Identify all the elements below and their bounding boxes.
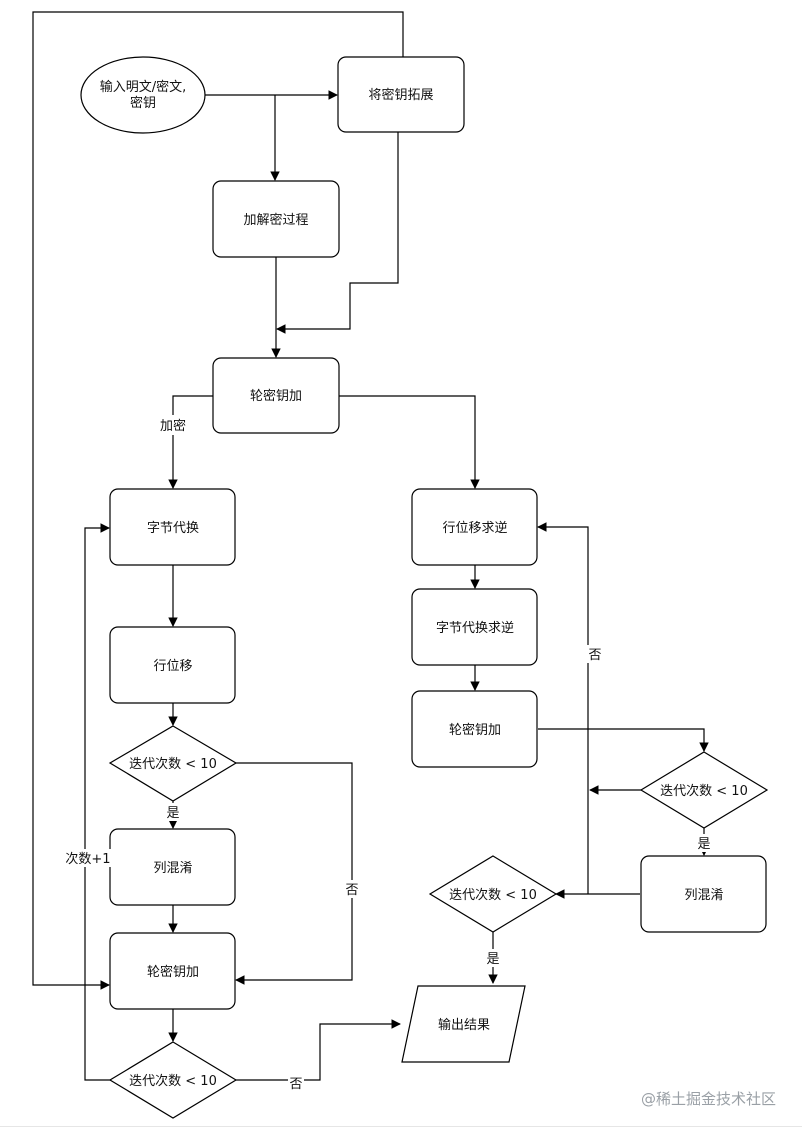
edge-labels: 加密 是 次数+1 否 否 否 是 是 — [64, 415, 712, 1092]
node-sub-bytes-label: 字节代换 — [147, 521, 199, 536]
label-yes-right: 是 — [697, 837, 710, 852]
watermark: @稀土掘金技术社区 — [641, 1090, 776, 1108]
node-input-label: 输入明文/密文,密钥 — [100, 79, 187, 111]
node-output-label: 输出结果 — [438, 1017, 490, 1033]
label-no-right: 否 — [588, 648, 601, 663]
node-round-key-add-top: 轮密钥加 — [212, 357, 340, 434]
edge-bottom-check-loop — [84, 523, 122, 1081]
node-iter-check-bottom: 迭代次数 < 10 — [108, 1041, 238, 1119]
edge-round-key-to-inv-shift — [339, 395, 480, 489]
node-round-key-add-right: 轮密钥加 — [411, 690, 538, 768]
node-key-expand: 将密钥拓展 — [337, 56, 465, 133]
node-iter-check-left: 迭代次数 < 10 — [108, 725, 238, 802]
node-iter-check-mid-label: 迭代次数 < 10 — [449, 887, 537, 903]
edge-bottom-check-to-output — [236, 1019, 401, 1081]
node-round-key-add-top-label: 轮密钥加 — [250, 388, 302, 404]
label-count-plus-one: 次数+1 — [65, 851, 110, 867]
edge-loop-back-to-inv-shift — [537, 522, 589, 894]
node-mix-columns: 列混淆 — [109, 828, 236, 906]
bottom-rule — [0, 1126, 802, 1127]
node-mix-columns-right: 列混淆 — [640, 855, 767, 933]
node-round-key-add-right-label: 轮密钥加 — [449, 722, 501, 738]
node-process-label: 加解密过程 — [243, 212, 308, 228]
node-sub-bytes: 字节代换 — [109, 488, 236, 566]
node-mix-columns-label: 列混淆 — [153, 861, 192, 876]
node-input: 输入明文/密文,密钥 — [80, 56, 206, 134]
edge-round-key-to-sub-bytes — [168, 395, 214, 489]
node-output: 输出结果 — [401, 985, 526, 1063]
node-shift-rows: 行位移 — [109, 626, 236, 704]
node-shift-rows-label: 行位移 — [153, 659, 192, 674]
label-yes-mid: 是 — [486, 952, 499, 967]
node-iter-check-right: 迭代次数 < 10 — [639, 751, 769, 829]
node-round-key-add-left: 轮密钥加 — [109, 932, 236, 1010]
node-iter-check-right-label: 迭代次数 < 10 — [660, 783, 748, 799]
node-key-expand-label: 将密钥拓展 — [368, 87, 433, 103]
label-yes-left: 是 — [166, 806, 179, 821]
label-no-left: 否 — [345, 883, 358, 898]
node-inv-sub-bytes-label: 字节代换求逆 — [436, 620, 514, 636]
node-iter-check-bottom-label: 迭代次数 < 10 — [129, 1073, 217, 1089]
node-mix-columns-right-label: 列混淆 — [684, 888, 723, 903]
edge-key-expand-to-merge — [276, 132, 399, 334]
node-process: 加解密过程 — [212, 180, 340, 258]
edge-right-round-key-to-check — [538, 728, 709, 752]
node-inv-shift-rows: 行位移求逆 — [411, 488, 538, 566]
node-inv-sub-bytes: 字节代换求逆 — [411, 588, 538, 666]
label-no-bottom: 否 — [289, 1077, 302, 1092]
node-round-key-add-left-label: 轮密钥加 — [147, 964, 199, 980]
node-inv-shift-rows-label: 行位移求逆 — [442, 520, 507, 536]
label-encrypt: 加密 — [160, 418, 186, 434]
edge-check-no-to-round-key — [235, 762, 353, 985]
edge-key-expand-loop-top — [32, 11, 404, 990]
node-iter-check-left-label: 迭代次数 < 10 — [129, 756, 217, 772]
edges — [32, 11, 709, 1081]
node-iter-check-mid: 迭代次数 < 10 — [428, 855, 558, 933]
